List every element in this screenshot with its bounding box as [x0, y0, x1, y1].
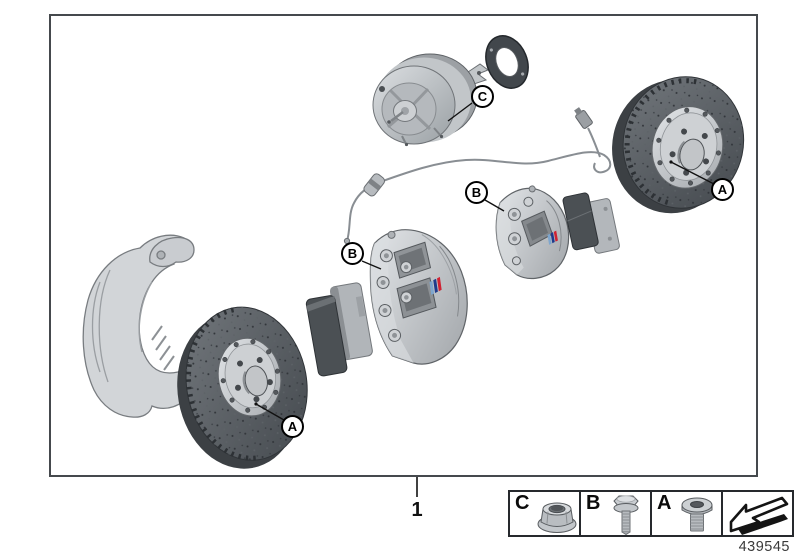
- legend-letter-c: C: [515, 492, 530, 514]
- m-brake-caliper-right: [495, 185, 570, 280]
- legend-cell-b: B: [581, 492, 652, 536]
- callout-a-disc-left[interactable]: A: [281, 415, 304, 438]
- legend-letter-a: A: [657, 492, 672, 514]
- legend-cell-a: A: [652, 492, 723, 535]
- drawing-number: 439545: [738, 539, 790, 555]
- callout-b-caliper-right[interactable]: B: [465, 181, 488, 204]
- brake-pad-wear-sensor-cable: [343, 107, 612, 245]
- legend-letter-b: B: [586, 492, 601, 514]
- fastener-legend: C B A: [508, 490, 794, 537]
- plug-screw-icon: [681, 497, 713, 532]
- brake-pads-right: [562, 192, 620, 254]
- m-logo-right: [547, 230, 558, 245]
- legend-cell-direction: [723, 492, 792, 535]
- front-brake-disc-right: [612, 76, 745, 214]
- diagram-frame: [49, 14, 758, 477]
- front-brake-disc-left: [177, 306, 308, 469]
- callout-leader-lines: [254, 102, 715, 497]
- item-number-label[interactable]: 1: [411, 499, 423, 521]
- legend-cell-c: C: [510, 492, 581, 535]
- m-logo-left: [429, 276, 442, 295]
- booster-gasket: [485, 35, 529, 89]
- direction-arrow-icon: [729, 496, 789, 535]
- callout-b-caliper-left[interactable]: B: [341, 242, 364, 265]
- brake-pads-left: [305, 282, 373, 377]
- m-brake-caliper-left: [369, 229, 468, 365]
- callout-c-booster[interactable]: C: [471, 85, 494, 108]
- callout-a-disc-right[interactable]: A: [711, 178, 734, 201]
- brake-booster: [372, 53, 490, 147]
- hex-bolt-icon: [613, 495, 639, 536]
- flange-nut-icon: [537, 502, 577, 533]
